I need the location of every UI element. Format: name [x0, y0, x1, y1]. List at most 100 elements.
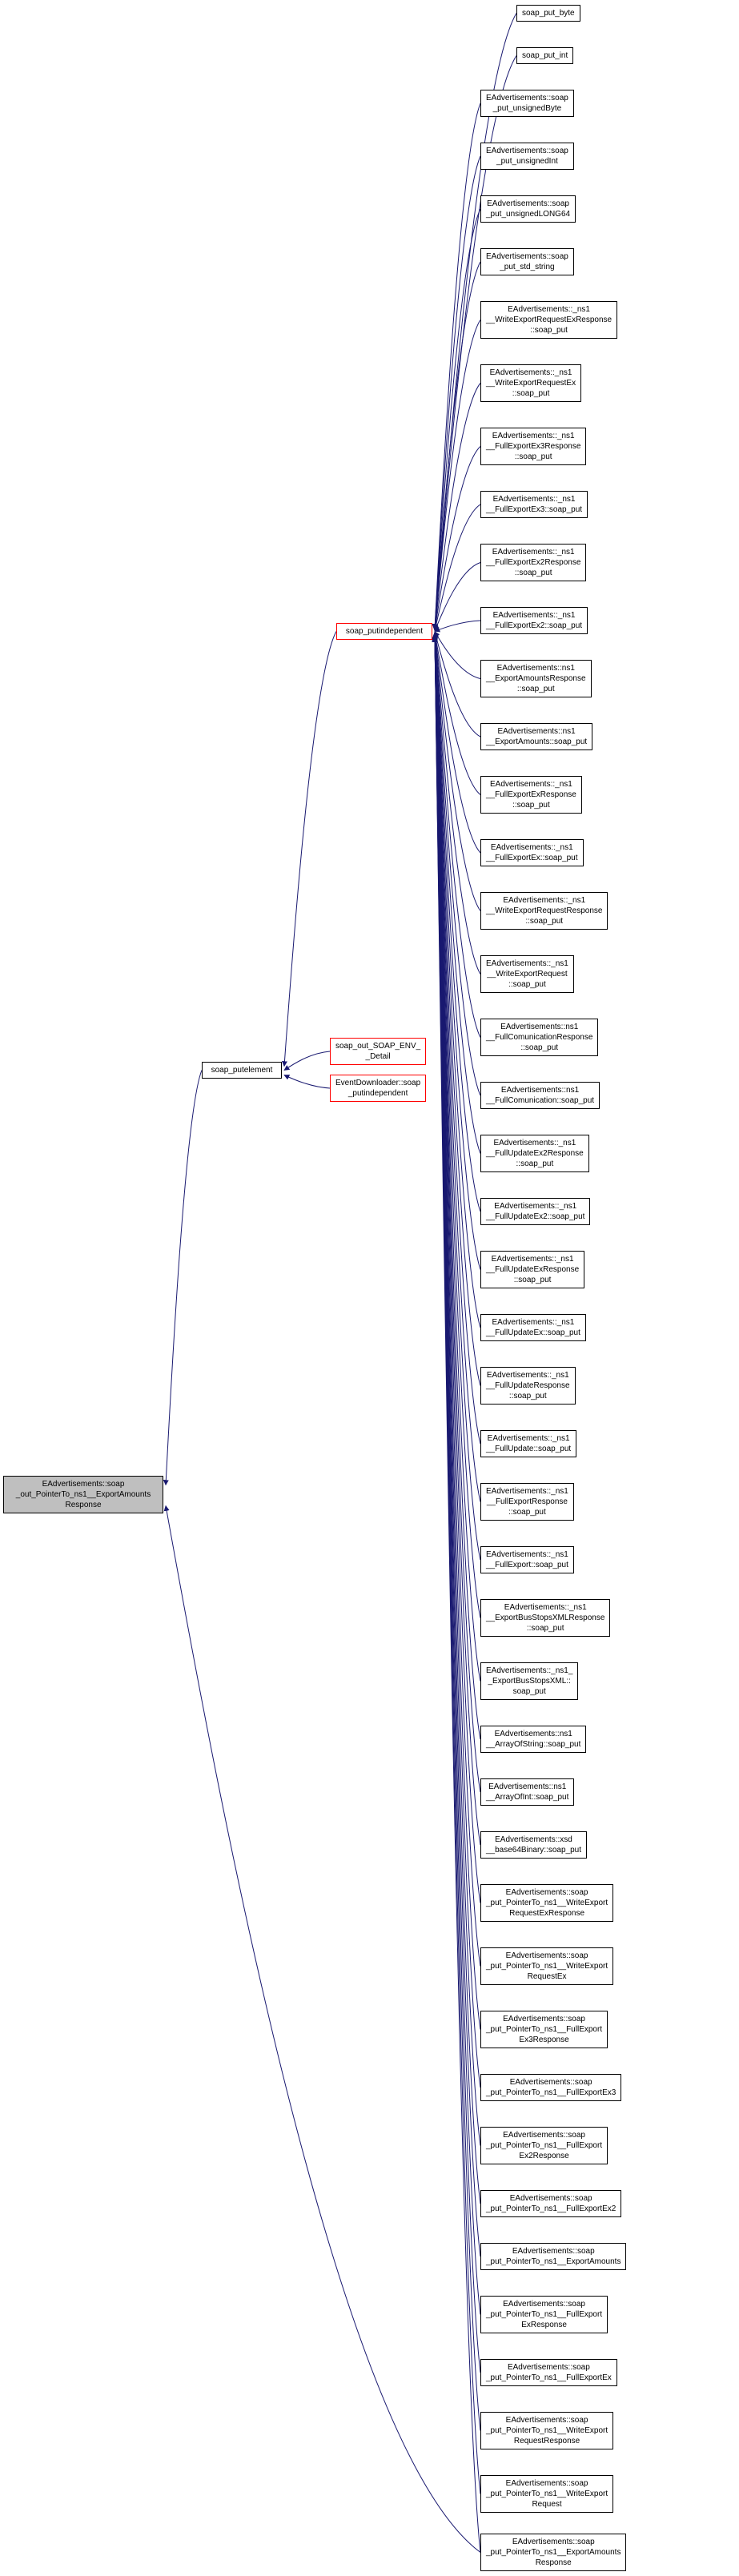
graph-node-full-export-ex2-soap-put[interactable]: EAdvertisements::_ns1__FullExportEx2::so… [480, 607, 588, 634]
call-edge [434, 562, 481, 632]
graph-node-full-export-response-soap-put[interactable]: EAdvertisements::_ns1__FullExportRespons… [480, 1483, 574, 1521]
node-label-line: EAdvertisements::ns1 [500, 1023, 579, 1031]
graph-node-write-export-request-ex-response-soap-put[interactable]: EAdvertisements::_ns1__WriteExportReques… [480, 301, 618, 339]
graph-node-soap-put-pointer-full-export-ex2-response[interactable]: EAdvertisements::soap_put_PointerTo_ns1_… [480, 2127, 608, 2164]
graph-node-full-update-ex2-response-soap-put[interactable]: EAdvertisements::_ns1__FullUpdateEx2Resp… [480, 1135, 589, 1172]
graph-node-export-bus-stops-xml-soap-put[interactable]: EAdvertisements::_ns1__ExportBusStopsXML… [480, 1662, 579, 1700]
node-label-line: __FullUpdateResponse [486, 1381, 570, 1390]
call-edge [432, 319, 481, 631]
graph-node-soap-put-byte[interactable]: soap_put_byte [516, 5, 580, 22]
node-label-line: _put_PointerTo_ns1__FullExportEx3 [486, 2088, 617, 2097]
graph-node-soap-put-pointer-full-export-ex3-response[interactable]: EAdvertisements::soap_put_PointerTo_ns1_… [480, 2011, 608, 2048]
graph-node-soap-put-pointer-write-export-request-ex-response[interactable]: EAdvertisements::soap_put_PointerTo_ns1_… [480, 1884, 614, 1922]
node-label-line: RequestResponse [513, 2437, 580, 2445]
node-label-line: __FullExport::soap_put [486, 1561, 568, 1569]
graph-node-export-bus-stops-xml-response-soap-put[interactable]: EAdvertisements::_ns1__ExportBusStopsXML… [480, 1599, 611, 1637]
graph-node-full-export-ex2-response-soap-put[interactable]: EAdvertisements::_ns1__FullExportEx2Resp… [480, 544, 587, 581]
node-label-line: EAdvertisements::soap [487, 199, 569, 208]
graph-node-full-export-ex-soap-put[interactable]: EAdvertisements::_ns1__FullExportEx::soa… [480, 839, 584, 866]
node-label-line: EAdvertisements::soap [505, 1951, 588, 1960]
graph-node-soap-put-pointer-export-amounts[interactable]: EAdvertisements::soap_put_PointerTo_ns1_… [480, 2243, 627, 2270]
graph-node-soap-put-pointer-full-export-ex-response[interactable]: EAdvertisements::soap_put_PointerTo_ns1_… [480, 2296, 608, 2333]
node-label-line: ::soap_put [526, 1624, 564, 1633]
node-label-line: soap_put [512, 1687, 546, 1696]
graph-node-export-amounts-response-soap-put[interactable]: EAdvertisements::ns1__ExportAmountsRespo… [480, 660, 592, 697]
node-label-line: EAdvertisements::_ns1 [492, 432, 575, 440]
graph-node-full-export-ex3-response-soap-put[interactable]: EAdvertisements::_ns1__FullExportEx3Resp… [480, 428, 587, 465]
graph-node-soap-put-unsigned-long64[interactable]: EAdvertisements::soap_put_unsignedLONG64 [480, 195, 576, 223]
graph-node-write-export-request-ex-soap-put[interactable]: EAdvertisements::_ns1__WriteExportReques… [480, 364, 582, 402]
node-label-line: EAdvertisements::_ns1 [508, 305, 590, 314]
graph-node-write-export-request-response-soap-put[interactable]: EAdvertisements::_ns1__WriteExportReques… [480, 892, 608, 930]
graph-node-full-comunication-response-soap-put[interactable]: EAdvertisements::ns1__FullComunicationRe… [480, 1019, 599, 1056]
graph-node-full-export-ex3-soap-put[interactable]: EAdvertisements::_ns1__FullExportEx3::so… [480, 491, 588, 518]
node-label-line: EAdvertisements::soap [505, 2479, 588, 2488]
graph-node-soap-put-pointer-write-export-request-response[interactable]: EAdvertisements::soap_put_PointerTo_ns1_… [480, 2412, 614, 2449]
call-edge [163, 1505, 481, 2553]
node-label-line: __FullComunicationResponse [486, 1033, 593, 1042]
graph-node-full-update-response-soap-put[interactable]: EAdvertisements::_ns1__FullUpdateRespons… [480, 1367, 576, 1405]
call-edge [433, 631, 481, 737]
call-edge [281, 631, 337, 1067]
node-label-line: _put_std_string [500, 263, 555, 271]
node-label-line: _Detail [365, 1052, 391, 1061]
node-label-line: ::soap_put [516, 685, 555, 693]
graph-node-full-export-ex-response-soap-put[interactable]: EAdvertisements::_ns1__FullExportExRespo… [480, 776, 582, 814]
node-label-line: ::soap_put [512, 389, 550, 398]
node-label-line: _put_PointerTo_ns1__FullExport [486, 2141, 603, 2150]
graph-node-soap-put-pointer-write-export-request-ex[interactable]: EAdvertisements::soap_put_PointerTo_ns1_… [480, 1947, 614, 1985]
node-label-line: __ExportAmounts::soap_put [486, 737, 588, 746]
graph-node-soap-put-unsigned-int[interactable]: EAdvertisements::soap_put_unsignedInt [480, 143, 574, 170]
node-label-line: __FullUpdateExResponse [486, 1265, 580, 1274]
graph-node-soap-put-int[interactable]: soap_put_int [516, 47, 574, 64]
graph-node-soap-put-pointer-full-export-ex[interactable]: EAdvertisements::soap_put_PointerTo_ns1_… [480, 2359, 617, 2386]
node-label-line: EAdvertisements::soap [42, 1480, 125, 1489]
graph-node-soap-put-std-string[interactable]: EAdvertisements::soap_put_std_string [480, 248, 574, 275]
graph-node-array-of-int-soap-put[interactable]: EAdvertisements::ns1__ArrayOfInt::soap_p… [480, 1778, 575, 1806]
graph-node-full-update-ex-soap-put[interactable]: EAdvertisements::_ns1__FullUpdateEx::soa… [480, 1314, 586, 1341]
graph-node-soap-put-unsigned-byte[interactable]: EAdvertisements::soap_put_unsignedByte [480, 90, 574, 117]
graph-node-soap-put-pointer-export-amounts-response[interactable]: EAdvertisements::soap_put_PointerTo_ns1_… [480, 2534, 627, 2571]
node-label-line: _ExportBusStopsXML:: [488, 1677, 571, 1686]
graph-node-soap-put-pointer-full-export-ex2[interactable]: EAdvertisements::soap_put_PointerTo_ns1_… [480, 2190, 622, 2217]
graph-node-write-export-request-soap-put[interactable]: EAdvertisements::_ns1__WriteExportReques… [480, 955, 574, 993]
node-label-line: _out_PointerTo_ns1__ExportAmounts [15, 1490, 151, 1499]
node-label-line: _put_PointerTo_ns1__FullExportEx2 [486, 2204, 617, 2213]
graph-node-soap-out-pointer-export-amounts-response[interactable]: EAdvertisements::soap_out_PointerTo_ns1_… [3, 1476, 163, 1513]
node-label-line: EAdvertisements::_ns1 [486, 959, 568, 968]
node-label-line: EAdvertisements::_ns1 [486, 1487, 568, 1496]
node-label-line: ExResponse [521, 2321, 567, 2329]
graph-node-soap-putindependent[interactable]: soap_putindependent [336, 623, 432, 640]
graph-node-full-update-soap-put[interactable]: EAdvertisements::_ns1__FullUpdate::soap_… [480, 1430, 577, 1457]
node-label-line: EAdvertisements::soap [507, 2363, 590, 2372]
graph-node-full-comunication-soap-put[interactable]: EAdvertisements::ns1__FullComunication::… [480, 1082, 600, 1109]
node-label-line: ::soap_put [508, 1508, 546, 1517]
graph-node-soap-put-pointer-full-export-ex3[interactable]: EAdvertisements::soap_put_PointerTo_ns1_… [480, 2074, 622, 2101]
call-edge [432, 446, 481, 632]
graph-node-soap-out-soap-env-detail[interactable]: soap_out_SOAP_ENV__Detail [330, 1038, 427, 1065]
graph-node-soap-putelement[interactable]: soap_putelement [202, 1062, 282, 1079]
node-label-line: __ArrayOfString::soap_put [486, 1740, 581, 1749]
graph-node-full-update-ex-response-soap-put[interactable]: EAdvertisements::_ns1__FullUpdateExRespo… [480, 1251, 585, 1288]
node-label-line: EAdvertisements::_ns1 [486, 1371, 569, 1380]
call-edge [432, 383, 481, 631]
node-label-line: _putindependent [347, 1089, 408, 1098]
node-label-line: EAdvertisements::_ns1 [487, 1434, 570, 1443]
graph-node-array-of-string-soap-put[interactable]: EAdvertisements::ns1__ArrayOfString::soa… [480, 1726, 587, 1753]
node-label-line: ::soap_put [508, 1392, 547, 1401]
graph-node-export-amounts-soap-put[interactable]: EAdvertisements::ns1__ExportAmounts::soa… [480, 723, 593, 750]
graph-node-eventdownloader-soap-putindependent[interactable]: EventDownloader::soap_putindependent [330, 1075, 427, 1102]
node-label-line: ::soap_put [514, 569, 552, 577]
graph-node-full-export-soap-put[interactable]: EAdvertisements::_ns1__FullExport::soap_… [480, 1546, 574, 1573]
node-label-line: soap_out_SOAP_ENV_ [335, 1042, 421, 1051]
node-label-line: EAdvertisements::soap [509, 2194, 592, 2203]
node-label-line: ::soap_put [525, 917, 564, 926]
call-edge [432, 208, 481, 631]
node-label-line: _put_unsignedInt [496, 157, 558, 166]
graph-node-full-update-ex2-soap-put[interactable]: EAdvertisements::_ns1__FullUpdateEx2::so… [480, 1198, 591, 1225]
graph-node-soap-put-pointer-write-export-request[interactable]: EAdvertisements::soap_put_PointerTo_ns1_… [480, 2475, 614, 2513]
node-label-line: __ExportAmountsResponse [486, 674, 586, 683]
graph-node-base64-binary-soap-put[interactable]: EAdvertisements::xsd__base64Binary::soap… [480, 1831, 587, 1859]
node-label-line: _put_PointerTo_ns1__ExportAmounts [486, 2548, 621, 2557]
